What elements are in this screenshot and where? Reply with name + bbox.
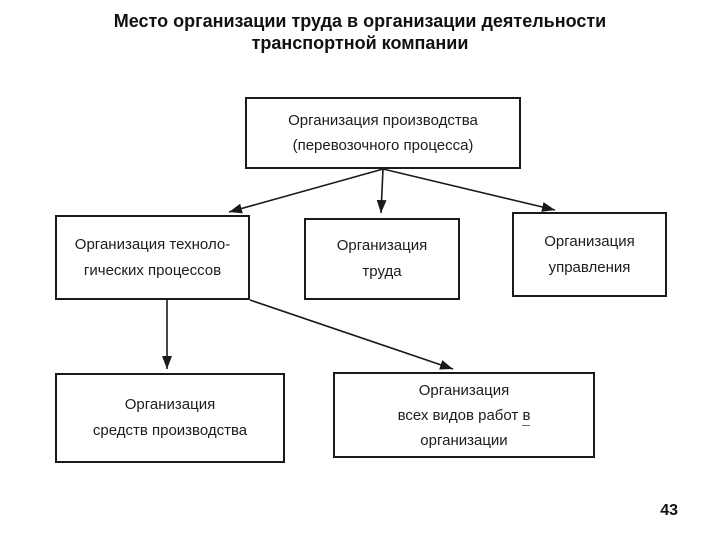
arrow-production-to-tech bbox=[228, 168, 384, 214]
slide-title-line1: Место организации труда в организации де… bbox=[113, 11, 607, 31]
page-number: 43 bbox=[660, 502, 678, 519]
box-labor-organization: Организация труда bbox=[304, 218, 460, 300]
box-production-line1: Организация производства bbox=[288, 112, 478, 129]
box-tech-line2: гических процессов bbox=[83, 261, 222, 279]
box-labor-line1: Организация bbox=[336, 237, 428, 254]
box-management-line1: Организация bbox=[544, 232, 635, 250]
box-all-work-line1: Организация bbox=[418, 381, 510, 399]
box-means-line2: средств производства bbox=[92, 422, 248, 439]
spellcheck-underlined-word: в bbox=[522, 406, 531, 426]
box-tech-line1: Организация техноло- bbox=[74, 235, 231, 253]
box-all-work-line2: всех видов работ в bbox=[397, 406, 531, 426]
box-production-organization: Организация производства (перевозочного … bbox=[245, 97, 521, 169]
box-management-line2: управления bbox=[548, 258, 631, 276]
box-production-line2: (перевозочного процесса) bbox=[292, 137, 474, 154]
box-means-line1: Организация bbox=[124, 396, 216, 413]
box-means-of-production: Организация средств производства bbox=[55, 373, 285, 463]
box-labor-line2: труда bbox=[362, 263, 402, 280]
box-management-organization: Организация управления bbox=[512, 212, 667, 297]
slide-title: Место организации труда в организации де… bbox=[0, 10, 720, 54]
arrow-tech-to-all-work bbox=[249, 299, 454, 370]
box-all-work-types: Организация всех видов работ в организац… bbox=[333, 372, 595, 458]
arrow-production-to-management bbox=[382, 168, 556, 212]
box-all-work-line3: организации bbox=[420, 431, 508, 449]
arrow-production-to-labor bbox=[376, 168, 387, 214]
slide-title-line2: транспортной компании bbox=[251, 33, 469, 53]
box-tech-processes: Организация техноло- гических процессов bbox=[55, 215, 250, 300]
